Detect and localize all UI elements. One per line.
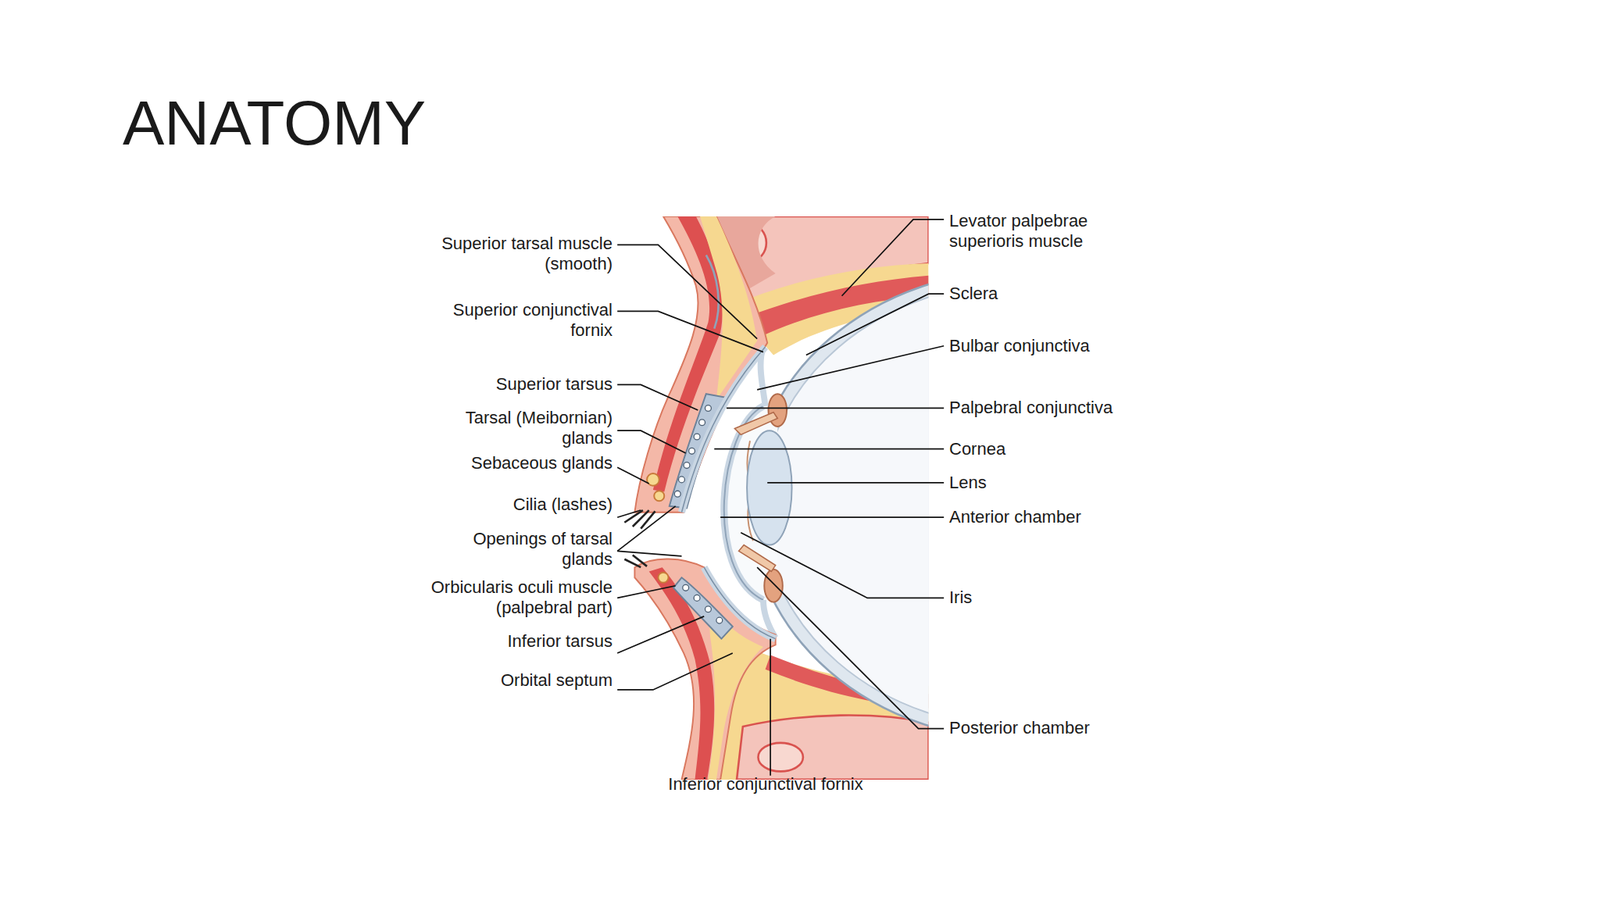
- leader-lines: [617, 219, 944, 776]
- part-label: Palpebral conjunctiva: [949, 397, 1113, 418]
- part-label: Lens: [949, 472, 987, 493]
- part-label: Anterior chamber: [949, 507, 1082, 528]
- part-label: Cilia (lashes): [513, 494, 613, 515]
- part-label: Superior tarsus: [496, 374, 613, 395]
- part-label: Iris: [949, 587, 972, 608]
- slide-title: ANATOMY: [122, 92, 426, 155]
- part-label: Inferior conjunctival fornix: [667, 774, 863, 795]
- part-label: Cornea: [949, 439, 1006, 460]
- anatomy-drawing: [624, 216, 929, 780]
- part-label: Tarsal (Meibornian) glands: [446, 407, 613, 449]
- part-label: Sclera: [949, 283, 998, 304]
- part-label: Openings of tarsal glands: [464, 528, 613, 570]
- part-label: Orbital septum: [500, 670, 613, 691]
- part-label: Levator palpebrae superioris muscle: [949, 210, 1098, 252]
- part-label: Superior conjunctival fornix: [444, 300, 613, 341]
- part-label: Superior tarsal muscle (smooth): [432, 233, 613, 275]
- part-label: Orbicularis oculi muscle (palpebral part…: [425, 577, 613, 618]
- part-label: Sebaceous glands: [471, 453, 613, 474]
- part-label: Inferior tarsus: [507, 631, 614, 652]
- part-label: Bulbar conjunctiva: [949, 335, 1090, 357]
- part-label: Posterior chamber: [949, 717, 1090, 739]
